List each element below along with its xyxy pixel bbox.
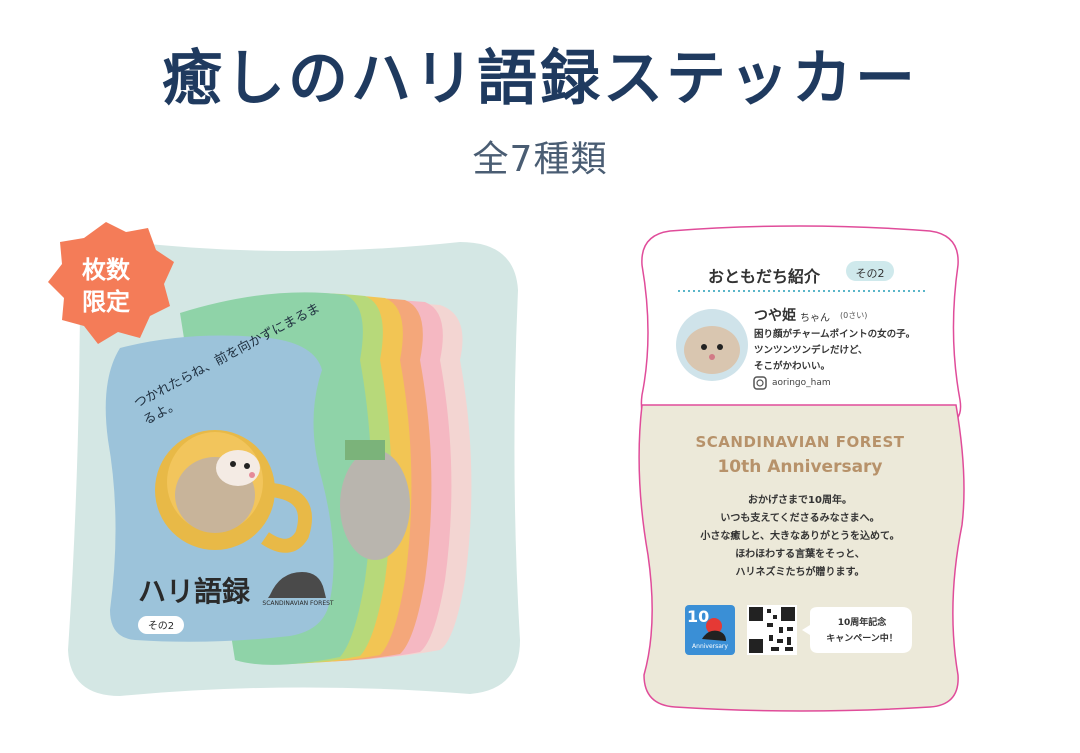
friend-name: つや姫: [754, 308, 796, 324]
heading-tag-pill: [846, 261, 894, 281]
logo-number: 10: [687, 607, 710, 626]
page-title: 癒しのハリ語録ステッカー: [162, 44, 918, 114]
card-title: ハリ語録: [138, 575, 251, 608]
hedgehog-peek-image: [340, 450, 410, 560]
friend-desc-line3: そこがかわいい。: [754, 361, 831, 372]
limited-badge: [48, 222, 174, 344]
sticker-shape: [638, 225, 965, 712]
brand-name: SCANDINAVIAN FOREST: [695, 433, 905, 451]
friend-age: (0さい): [840, 311, 868, 320]
campaign-bubble-line2: キャンペーン中！: [826, 634, 898, 644]
sticker-back-card: おともだち紹介 その2 つや姫 ちゃん (0さい) 困り顔がチャームポイントの女…: [630, 225, 970, 715]
limited-badge-label: 枚数 限定: [82, 255, 130, 316]
message-line4: ほわほわする言葉をそっと、: [735, 549, 865, 560]
campaign-bubble: [802, 607, 912, 653]
sticker-heading-tag: その2: [855, 267, 885, 280]
anniversary-label: 10th Anniversary: [717, 457, 883, 477]
instagram-icon[interactable]: [753, 376, 767, 390]
friend-desc-line1: 困り顔がチャームポイントの女の子。: [754, 329, 916, 340]
brand-hedgehog-icon: [268, 572, 326, 598]
campaign-bubble-line1: 10周年記念: [837, 618, 887, 628]
sticker-heading: おともだち紹介: [708, 267, 821, 286]
product-stack-illustration: [48, 222, 520, 696]
card-tag-pill: [138, 616, 184, 634]
card-tag: その2: [147, 621, 175, 632]
product-stack-panel: 枚数 限定 つかれたらね、前を向かずにまるまるよ。 ハリ語録 その2 SCAND…: [40, 220, 540, 720]
card-brand: SCANDINAVIAN FOREST: [262, 600, 334, 607]
friend-name-suffix: ちゃん: [800, 313, 830, 324]
mug-handle: [261, 483, 312, 553]
message-line1: おかげさまで10周年。: [748, 495, 852, 506]
friend-desc-line2: ツンツンツンデレだけど、: [754, 345, 868, 356]
message-line2: いつも支えてくださるみなさまへ。: [720, 513, 880, 524]
message-line3: 小さな癒しと、大きなありがとうを込めて。: [700, 531, 900, 542]
instagram-handle[interactable]: aoringo_ham: [772, 378, 831, 388]
message-line5: ハリネズミたちが贈ります。: [735, 567, 865, 578]
cactus-image: [345, 440, 385, 460]
logo-word: Anniversary: [692, 643, 728, 650]
page-subtitle: 全7種類: [472, 139, 608, 180]
